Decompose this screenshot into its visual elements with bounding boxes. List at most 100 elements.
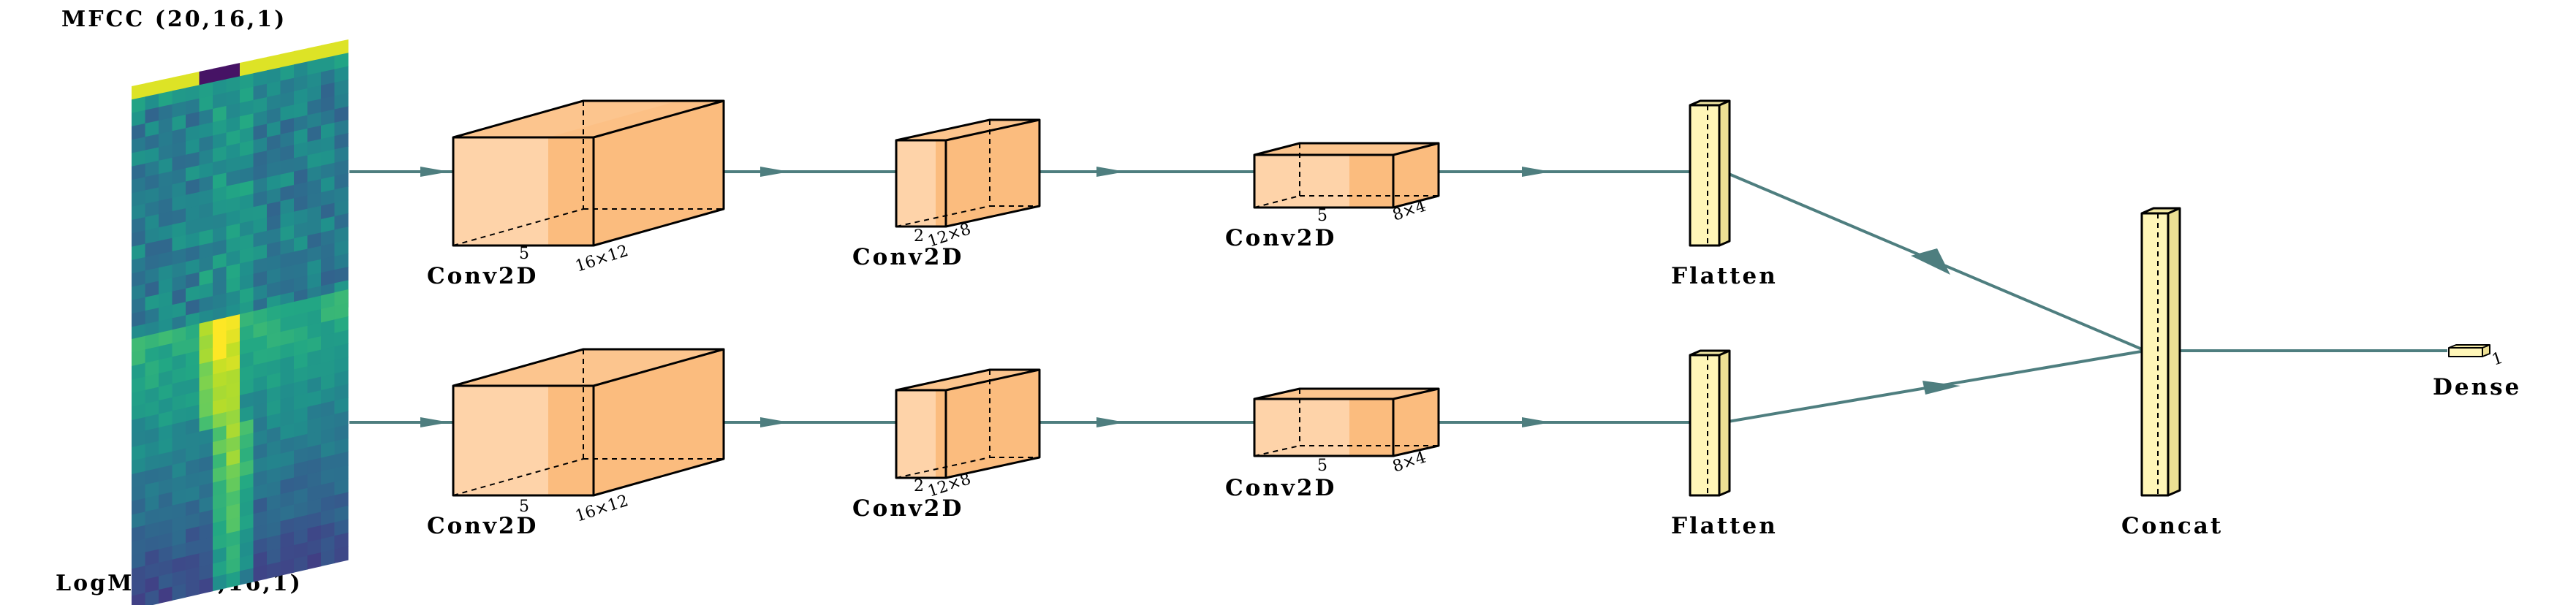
heatmap-cell (213, 425, 227, 443)
heatmap-cell (280, 64, 295, 82)
heatmap-cell (280, 131, 295, 148)
heatmap-cell (253, 230, 268, 248)
heatmap-cell (159, 451, 173, 469)
heatmap-cell (213, 145, 227, 163)
heatmap-cell (240, 446, 254, 464)
heatmap-cell (213, 560, 227, 578)
heatmap-cell (294, 339, 308, 357)
heatmap-cell (199, 442, 213, 460)
heatmap-cell (307, 376, 322, 394)
heatmap-cell (186, 125, 200, 142)
heatmap-cell (199, 334, 213, 351)
heatmap-cell (267, 426, 281, 444)
heatmap-cell (307, 72, 322, 89)
heatmap-cell (321, 82, 336, 99)
heatmap-cell (280, 315, 295, 332)
heatmap-cell (321, 509, 336, 526)
heatmap-cell (321, 400, 336, 418)
heatmap-cell (267, 174, 281, 191)
heatmap-cell (280, 265, 295, 282)
heatmap-cell (280, 342, 295, 359)
heatmap-cell (186, 285, 200, 302)
heatmap-cell (159, 144, 173, 161)
heatmap-cell (199, 469, 213, 487)
heatmap-cell (213, 132, 227, 150)
heatmap-cell (321, 536, 336, 553)
heatmap-cell (213, 547, 227, 565)
heatmap-cell (159, 251, 173, 268)
heatmap-cell (226, 156, 240, 173)
heatmap-cell (334, 93, 349, 110)
conv2-label: Conv2D (852, 495, 963, 522)
heatmap-cell (253, 57, 268, 74)
conv2-dim-depth: 2 (914, 477, 924, 495)
heatmap-cell (307, 471, 322, 489)
heatmap-cell (145, 590, 159, 605)
heatmap-cell (240, 419, 254, 437)
heatmap-cell (132, 137, 146, 154)
heatmap-cell (132, 403, 146, 421)
heatmap-cell (334, 106, 349, 123)
heatmap-cell (240, 568, 254, 585)
heatmap-cell (145, 495, 159, 512)
heatmap-cell (280, 450, 295, 468)
heatmap-cell (172, 248, 186, 265)
heatmap-cell (307, 430, 322, 448)
flatten-block-top: Flatten (1671, 99, 1776, 289)
heatmap-cell (240, 73, 254, 91)
heatmap-cell (186, 458, 200, 476)
heatmap-cell (132, 389, 146, 408)
heatmap-cell (280, 171, 295, 189)
heatmap-cell (267, 201, 281, 218)
heatmap-cell (132, 163, 146, 180)
heatmap-cell (334, 66, 349, 83)
heatmap-cell (280, 329, 295, 346)
heatmap-cell (145, 427, 159, 445)
heatmap-cell (267, 121, 281, 138)
conv2-block-bottom: 2 12×8 Conv2D (852, 368, 1041, 522)
heatmap-cell (321, 468, 336, 486)
heatmap-cell (253, 257, 268, 275)
heatmap-cell (253, 457, 268, 474)
heatmap-cell (159, 397, 173, 415)
heatmap-cell (186, 205, 200, 222)
heatmap-cell (240, 514, 254, 531)
heatmap-cell (280, 504, 295, 522)
heatmap-cell (213, 317, 227, 335)
heatmap-cell (213, 172, 227, 190)
heatmap-cell (199, 189, 213, 206)
heatmap-cell (172, 208, 186, 225)
heatmap-cell (172, 489, 186, 506)
heatmap-cell (294, 195, 308, 213)
heatmap-cell (172, 354, 186, 371)
heatmap-cell (132, 297, 146, 314)
heatmap-cell (145, 414, 159, 431)
heatmap-cell (186, 391, 200, 408)
arrowhead (760, 167, 789, 177)
heatmap-cell (186, 259, 200, 276)
heatmap-cell (307, 525, 322, 543)
conv1-block-top: 5 16×12 Conv2D (427, 99, 725, 289)
heatmap-cell (172, 583, 186, 601)
heatmap-cell (226, 197, 240, 213)
heatmap-cell (334, 186, 349, 204)
heatmap-cell (267, 54, 281, 71)
heatmap-cell (280, 158, 295, 175)
heatmap-cell (199, 69, 213, 85)
heatmap-cell (199, 229, 213, 246)
heatmap-cell (172, 194, 186, 212)
heatmap-cell (186, 526, 200, 544)
heatmap-cell (159, 265, 173, 282)
heatmap-cell (307, 259, 322, 276)
heatmap-cell (294, 528, 308, 546)
heatmap-cell (213, 159, 227, 176)
heatmap-cell (253, 83, 268, 101)
heatmap-cell (267, 80, 281, 98)
heatmap-cell (334, 173, 349, 190)
flatten-block-bottom: Flatten (1671, 349, 1776, 539)
heatmap-cell (186, 431, 200, 449)
heatmap-cell (226, 327, 240, 345)
heatmap-cell (334, 492, 349, 509)
heatmap-cell (280, 238, 295, 256)
heatmap-cell (132, 579, 146, 597)
